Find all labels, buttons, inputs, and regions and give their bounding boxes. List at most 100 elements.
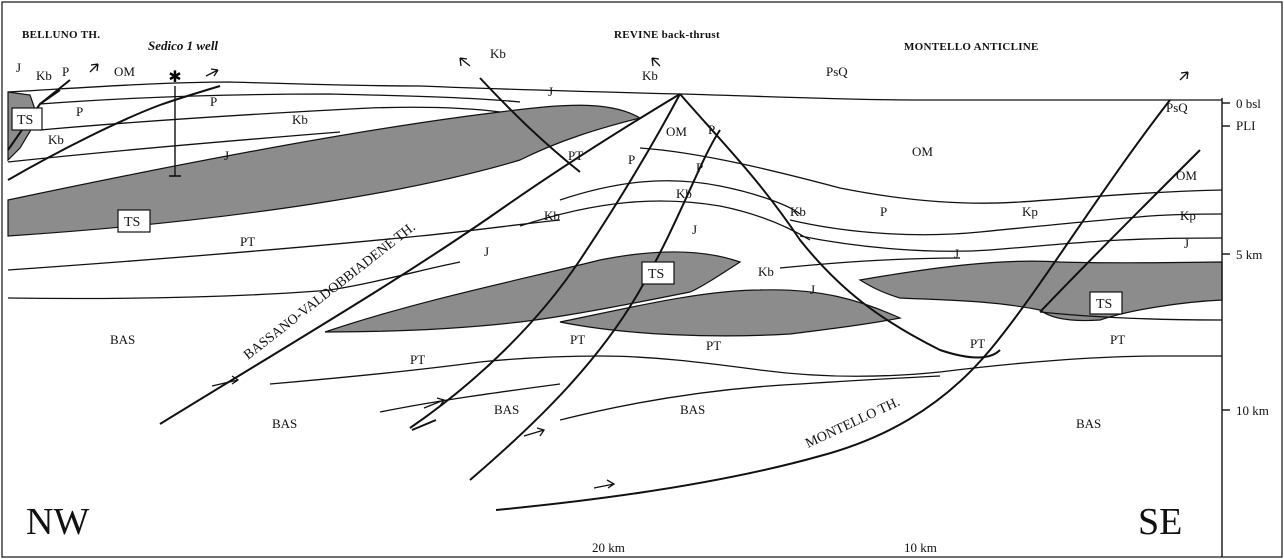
horizon-1	[39, 93, 521, 105]
horizon-kb-middle	[559, 180, 801, 215]
fault-montello-splay	[1039, 149, 1201, 313]
fault-belluno	[7, 85, 221, 181]
fault-belluno-backthrust	[479, 77, 581, 173]
scale-label-20km: 20 km	[592, 540, 625, 555]
topography	[7, 81, 1222, 101]
unit-bas-center-left: BAS	[494, 402, 519, 417]
unit-om-far-right: OM	[1176, 168, 1197, 183]
unit-psq-right: PsQ	[1166, 100, 1188, 115]
unit-p-left: P	[76, 104, 83, 119]
fault-montello-main	[495, 99, 1171, 511]
unit-p-right: P	[880, 204, 887, 219]
horizon-4	[7, 219, 561, 271]
unit-j-center: J	[692, 222, 697, 237]
arrow-intermediate-1	[423, 397, 446, 409]
ts-band-middle	[324, 251, 742, 333]
arrow-intermediate-2	[523, 427, 546, 437]
unit-psq-top: PsQ	[826, 64, 848, 79]
label-montello-anticline: MONTELLO ANTICLINE	[904, 41, 1039, 53]
unit-pt-center-lower2: PT	[706, 338, 721, 353]
unit-bas-left: BAS	[110, 332, 135, 347]
sedico-well-icon: ✱	[168, 69, 181, 86]
unit-pt-far-right: PT	[1110, 332, 1125, 347]
unit-bas-lower-left: BAS	[272, 416, 297, 431]
depth-label-pli: PLI	[1236, 118, 1256, 133]
depth-label-5km: 5 km	[1236, 247, 1262, 262]
unit-kb-top: Kb	[490, 46, 506, 61]
label-bassano-fault: BASSANO-VALDOBBIADENE TH.	[241, 220, 418, 363]
fault-intermediate-2	[469, 129, 721, 481]
ts-box-topleft	[11, 107, 43, 131]
ts-box-right	[1089, 291, 1123, 315]
unit-ts-left: TS	[124, 215, 140, 230]
label-montello-fault: MONTELLO TH.	[803, 395, 902, 452]
horizon-p-base	[789, 213, 1223, 236]
horizon-j-base-right	[779, 257, 961, 269]
unit-om-center: OM	[666, 124, 687, 139]
arrow-kb-revine	[651, 57, 661, 67]
unit-om-topleft: OM	[114, 64, 135, 79]
depth-label-10km: 10 km	[1236, 403, 1269, 418]
unit-j-middle-left: J	[484, 244, 489, 259]
horizon-om-base	[639, 147, 1223, 204]
ts-band-middle-lower	[559, 289, 902, 337]
unit-kb-revine-lower: Kb	[758, 264, 774, 279]
arrow-sedico	[205, 68, 219, 77]
label-revine-backthrust: REVINE back-thrust	[614, 29, 720, 41]
unit-pt-lower-left: PT	[410, 352, 425, 367]
unit-j-right: J	[954, 246, 959, 261]
unit-ts-right: TS	[1096, 297, 1112, 312]
ts-box-center	[641, 261, 675, 285]
horizon-3	[7, 131, 341, 163]
unit-kb-middle-left: Kb	[544, 208, 560, 223]
arrow-montello-top	[1179, 71, 1189, 81]
unit-pt-center-lower: PT	[570, 332, 585, 347]
unit-j-far-right: J	[1184, 236, 1189, 251]
arrow-belluno	[89, 63, 99, 73]
unit-j-belluno: J	[224, 148, 229, 163]
fault-bassano-valdobbiadene	[159, 93, 681, 425]
arrow-bassano	[211, 375, 240, 387]
unit-om-right: OM	[912, 144, 933, 159]
unit-pt-center: PT	[568, 148, 583, 163]
unit-kb-topleft: Kb	[36, 68, 52, 83]
unit-p-sedico: P	[210, 94, 217, 109]
orientation-nw: NW	[26, 501, 89, 543]
unit-kb-belluno: Kb	[292, 112, 308, 127]
unit-kb-revine-mid: Kb	[790, 204, 806, 219]
unit-kb-left: Kb	[48, 132, 64, 147]
horizon-pt-base	[269, 355, 1222, 385]
scale-label-10km: 10 km	[904, 540, 937, 555]
unit-p-center: P	[628, 152, 635, 167]
orientation-se: SE	[1138, 501, 1182, 543]
unit-j-revine: J	[810, 282, 815, 297]
arrow-montello	[593, 479, 616, 489]
unit-ts-center: TS	[648, 267, 664, 282]
unit-kp-right: Kp	[1022, 204, 1038, 219]
depth-label-0: 0 bsl	[1236, 96, 1261, 111]
unit-p-center-top: P	[708, 122, 715, 137]
horizon-j-top-middle	[519, 200, 811, 241]
label-sedico-well: Sedico 1 well	[148, 38, 218, 53]
unit-kp-far-right: Kp	[1180, 208, 1196, 223]
ts-band-right	[858, 260, 1223, 322]
ts-box-left	[117, 209, 151, 233]
unit-kb-revine: Kb	[642, 68, 658, 83]
unit-p-center-mid: P	[696, 160, 703, 175]
fault-intermediate-1	[409, 93, 681, 429]
unit-pt-right: PT	[970, 336, 985, 351]
unit-kb-center: Kb	[676, 186, 692, 201]
horizon-bas-upper-left	[379, 383, 561, 413]
horizon-pt-right	[1039, 311, 1223, 321]
horizon-kp-base	[799, 235, 1223, 252]
fault-left-2	[39, 79, 71, 105]
unit-j-upper: J	[548, 84, 553, 99]
arrow-short-intermediate	[411, 419, 437, 431]
horizon-bas-lower	[559, 375, 941, 421]
unit-bas-right: BAS	[1076, 416, 1101, 431]
label-belluno-thrust: BELLUNO TH.	[22, 29, 100, 41]
unit-j-topleft: J	[16, 60, 21, 75]
